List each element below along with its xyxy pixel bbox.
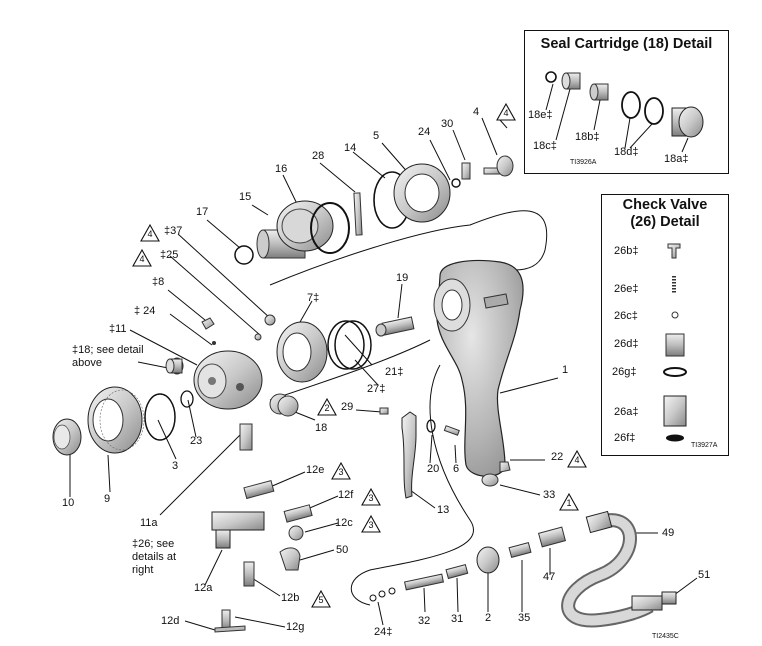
label-26g: 26g‡ [612, 366, 637, 378]
callout-12g: 12g [286, 621, 305, 633]
seal-cartridge-detail-box [524, 30, 729, 174]
callout-15: 15 [239, 191, 252, 203]
callout-49: 49 [662, 527, 675, 539]
label-18e: 18e‡ [528, 109, 553, 121]
warning-triangle-4-22: 4 [567, 450, 587, 468]
callout-14: 14 [344, 142, 357, 154]
callout-24-left: ‡ 24 [134, 305, 156, 317]
callout-50: 50 [336, 544, 349, 556]
callout-20: 20 [427, 463, 440, 475]
seal-cartridge-code: TI3926A [570, 159, 597, 166]
label-26a: 26a‡ [614, 406, 639, 418]
callout-7: 7‡ [307, 292, 320, 304]
callout-51: 51 [698, 569, 711, 581]
label-26c: 26c‡ [614, 310, 638, 322]
callout-23: 23 [190, 435, 203, 447]
check-valve-detail-box [601, 194, 729, 456]
check-valve-title-line2: (26) Detail [630, 214, 700, 230]
label-26d: 26d‡ [614, 338, 639, 350]
label-26e: 26e‡ [614, 283, 639, 295]
callout-12e: 12e [306, 464, 325, 476]
callout-8: ‡8 [152, 276, 165, 288]
callout-24-top: 24 [418, 126, 431, 138]
callout-12a: 12a [194, 582, 213, 594]
callout-10: 10 [62, 497, 75, 509]
callout-13: 13 [437, 504, 450, 516]
callout-12c: 12c [335, 517, 353, 529]
callout-4: 4 [473, 106, 480, 118]
seal-cartridge-title: Seal Cartridge (18) Detail [540, 36, 713, 52]
callout-18: 18 [315, 422, 328, 434]
warning-triangle-5-12b: 5 [311, 590, 331, 608]
callout-33: 33 [543, 489, 556, 501]
warning-triangle-1: 1 [559, 493, 579, 511]
callout-28: 28 [312, 150, 325, 162]
callout-17: 17 [196, 206, 209, 218]
callout-5: 5 [373, 130, 380, 142]
warning-triangle-4-25: 4 [132, 249, 152, 267]
callout-1: 1 [562, 364, 569, 376]
callout-31: 31 [451, 613, 464, 625]
callout-9: 9 [104, 493, 111, 505]
callout-19: 19 [396, 272, 409, 284]
callout-26-see-details: ‡26; see details at right [132, 538, 177, 576]
warning-triangle-4-37: 4 [140, 224, 160, 242]
callout-47: 47 [543, 571, 556, 583]
label-26f: 26f‡ [614, 432, 636, 444]
callout-11: ‡11 [109, 323, 127, 335]
check-valve-code: TI3927A [691, 442, 718, 449]
check-valve-title-line1: Check Valve [622, 197, 708, 213]
label-18d: 18d‡ [614, 146, 639, 158]
callout-16: 16 [275, 163, 288, 175]
label-18c: 18c‡ [533, 140, 557, 152]
label-18a: 18a‡ [664, 153, 689, 165]
warning-triangle-2-29: 2 [317, 398, 337, 416]
callout-12d: 12d [161, 615, 180, 627]
callout-2: 2 [485, 612, 492, 624]
callout-11a: 11a [140, 517, 158, 529]
warning-triangle-3-12e: 3 [331, 462, 351, 480]
warning-triangle-3-12c: 3 [361, 515, 381, 533]
callout-12b: 12b [281, 592, 300, 604]
callout-3: 3 [172, 460, 179, 472]
callout-29: 29 [341, 401, 354, 413]
callout-12f: 12f [338, 489, 354, 501]
callout-35: 35 [518, 612, 531, 624]
warning-triangle-4-top: 4 [496, 103, 516, 121]
warning-triangle-3-12f: 3 [361, 488, 381, 506]
callout-32: 32 [418, 615, 431, 627]
callout-22: 22 [551, 451, 564, 463]
callout-21: 21‡ [385, 366, 404, 378]
callout-18-see-detail: ‡18; see detail above [72, 344, 144, 369]
callout-37: ‡37 [164, 225, 183, 237]
callout-6: 6 [453, 463, 460, 475]
callout-24-bottom: 24‡ [374, 626, 393, 638]
label-18b: 18b‡ [575, 131, 600, 143]
main-drawing-code: TI2435C [652, 633, 679, 640]
label-26b: 26b‡ [614, 245, 639, 257]
callout-30: 30 [441, 118, 454, 130]
callout-27: 27‡ [367, 383, 386, 395]
callout-25: ‡25 [160, 249, 179, 261]
